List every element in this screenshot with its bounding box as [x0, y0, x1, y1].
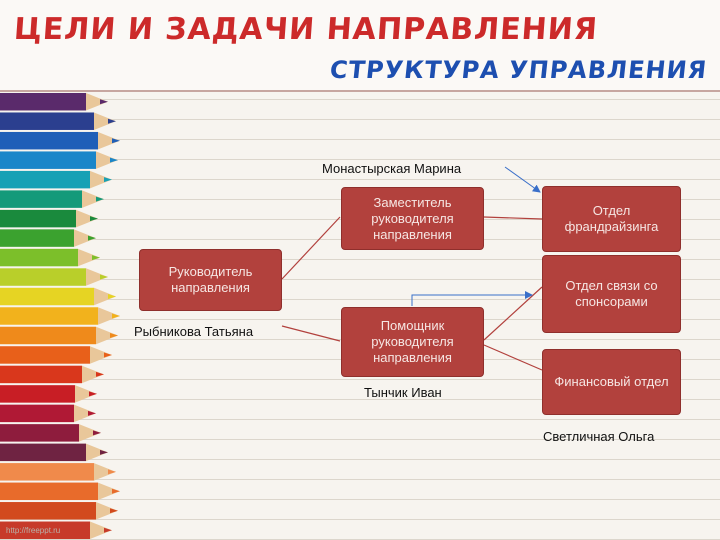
pencil-wood	[86, 268, 108, 286]
pencil-tip	[110, 157, 118, 163]
pencil-wood	[98, 307, 120, 325]
pencil-wood	[90, 170, 112, 189]
pencil-body	[0, 307, 98, 325]
pencil-body	[0, 112, 94, 130]
pencil-wood	[86, 443, 108, 462]
pencil-body	[0, 424, 79, 442]
assistant-name-label: Тынчик Иван	[364, 385, 442, 400]
pencil-wood	[98, 131, 120, 150]
pencil-wood	[78, 248, 100, 267]
pencil-tip	[90, 216, 98, 222]
header-divider	[0, 90, 720, 92]
connector-deputy-fundraising	[483, 216, 543, 220]
pencil-wood	[82, 190, 104, 208]
pencil-body	[0, 268, 86, 286]
pencil-body	[0, 151, 96, 169]
pencil-tip	[110, 332, 118, 338]
connector-head-deputy	[281, 216, 341, 280]
watermark: http://freeppt.ru	[6, 526, 61, 535]
pencil-tip	[108, 118, 116, 124]
pencil-tip	[88, 410, 96, 416]
pencil-wood	[74, 404, 96, 423]
pencil-body	[0, 443, 86, 462]
node-fundraising: Отдел франдрайзинга	[542, 186, 681, 252]
pencil-wood	[94, 463, 116, 481]
node-sponsors: Отдел связи со спонсорами	[542, 255, 681, 333]
pencil-tip	[88, 235, 96, 241]
pencil-wood	[94, 287, 116, 306]
pencil-wood	[94, 112, 116, 130]
pencil-body	[0, 287, 94, 306]
pencil-wood	[74, 229, 96, 247]
pencil-body	[0, 346, 90, 364]
pencil-body	[0, 385, 75, 403]
pencil-body	[0, 482, 98, 501]
header: ЦЕЛИ И ЗАДАЧИ НАПРАВЛЕНИЯ СТРУКТУРА УПРА…	[0, 0, 720, 92]
node-deputy: Заместитель руководителя направления	[341, 187, 484, 250]
pencil-body	[0, 93, 86, 111]
arrow-name-to-fundraising	[504, 166, 541, 193]
pencils-decoration	[0, 93, 120, 539]
pencil-wood	[90, 521, 112, 539]
pencil-body	[0, 365, 82, 384]
pencil-tip	[108, 294, 116, 300]
deputy-name-label: Монастырская Марина	[322, 161, 462, 176]
pencil-wood	[96, 151, 118, 169]
pencil-body	[0, 131, 98, 150]
head-name-label: Рыбникова Татьяна	[134, 324, 254, 339]
finance-name-label: Светличная Ольга	[543, 429, 655, 444]
pencil-body	[0, 248, 78, 267]
pencil-wood	[86, 93, 108, 111]
pencil-tip	[100, 274, 108, 280]
pencil-wood	[96, 326, 118, 345]
connector-assistant-finance	[483, 344, 543, 371]
pencil-body	[0, 521, 90, 539]
pencil-body	[0, 463, 94, 481]
pencil-wood	[76, 209, 98, 228]
pencil-tip	[112, 138, 120, 144]
node-head: Руководитель направления	[139, 249, 282, 311]
pencil-tip	[108, 469, 116, 475]
pencil-tip	[96, 196, 104, 202]
arrow-assistant-to-sponsors	[411, 291, 533, 306]
pencil-body	[0, 326, 96, 345]
pencil-body	[0, 404, 74, 423]
pencil-tip	[93, 430, 101, 436]
pencil-wood	[96, 502, 118, 520]
node-finance: Финансовый отдел	[542, 349, 681, 415]
pencil-wood	[82, 365, 104, 384]
pencil-tip	[112, 488, 120, 494]
pencil-wood	[90, 346, 112, 364]
pencil-tip	[110, 508, 118, 514]
pencil-body	[0, 170, 90, 189]
pencil-tip	[104, 527, 112, 533]
pencil-tip	[92, 255, 100, 261]
node-assistant: Помощник руководителя направления	[341, 307, 484, 377]
pencil-tip	[100, 99, 108, 105]
pencil-tip	[89, 391, 97, 397]
pencil-tip	[104, 177, 112, 183]
pencil-body	[0, 229, 74, 247]
pencil-body	[0, 209, 76, 228]
pencil-wood	[79, 424, 101, 442]
pencil-wood	[75, 385, 97, 403]
pencil-wood	[98, 482, 120, 501]
pencil-tip	[112, 313, 120, 319]
pencil-tip	[96, 371, 104, 377]
connector-head-assistant	[281, 325, 341, 342]
pencil-body	[0, 190, 82, 208]
pencil-tip	[100, 449, 108, 455]
pencil-tip	[104, 352, 112, 358]
pencil-body	[0, 502, 96, 520]
